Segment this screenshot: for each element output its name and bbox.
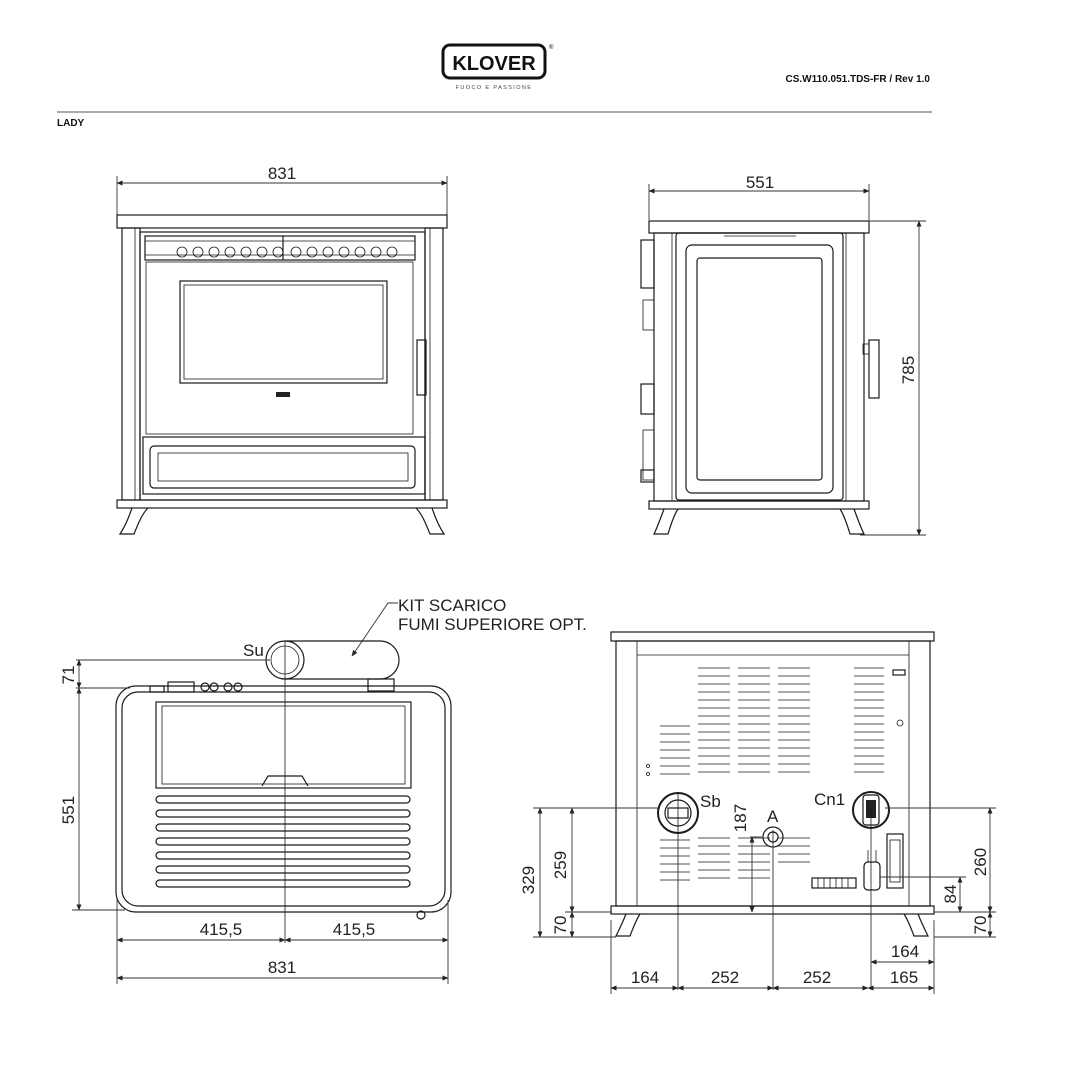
outlet-sb-label: Sb xyxy=(700,792,721,811)
document-code: CS.W110.051.TDS-FR / Rev 1.0 xyxy=(785,74,930,85)
brand-name: KLOVER xyxy=(452,53,536,75)
w252a-label: 252 xyxy=(711,968,739,987)
h259-label: 259 xyxy=(551,851,570,879)
header: KLOVER ® FUOCO E PASSIONE CS.W110.051.TD… xyxy=(57,43,932,129)
h84-label: 84 xyxy=(941,885,960,904)
side-height-label: 785 xyxy=(899,356,918,384)
brand-tagline: FUOCO E PASSIONE xyxy=(456,85,533,91)
side-panel xyxy=(675,232,844,501)
half-right-label: 415,5 xyxy=(333,920,376,939)
h70-right-label: 70 xyxy=(971,916,990,935)
back-left-dimensions: 329 259 70 187 xyxy=(519,804,762,938)
back-switch-panel xyxy=(886,833,904,889)
top-width-dimension: 831 xyxy=(116,958,449,981)
brand-logo: KLOVER ® FUOCO E PASSIONE xyxy=(441,43,554,91)
ash-drawer xyxy=(142,436,426,495)
h260-label: 260 xyxy=(971,848,990,876)
half-left-label: 415,5 xyxy=(200,920,243,939)
w165-label: 165 xyxy=(890,968,918,987)
front-glass xyxy=(179,280,388,384)
w164-top-label: 164 xyxy=(891,942,919,961)
cn1-label: Cn1 xyxy=(814,790,845,809)
front-width-dimension: 831 xyxy=(116,164,448,215)
flue-pipe xyxy=(285,640,400,680)
back-vent-louvers xyxy=(660,667,884,881)
top-view: KIT SCARICO FUMI SUPERIORE OPT. Su xyxy=(59,596,587,984)
side-height-dimension: 785 xyxy=(860,220,926,536)
side-depth-label: 551 xyxy=(746,173,774,192)
door-handle xyxy=(416,339,427,396)
back-right-dimensions: 260 84 70 xyxy=(880,807,996,938)
side-handle xyxy=(868,339,880,399)
front-width-label: 831 xyxy=(268,164,296,183)
top-grill-slots xyxy=(155,795,411,888)
front-view: 831 xyxy=(116,164,448,535)
side-depth-dimension: 551 xyxy=(648,173,870,220)
front-grill-circles xyxy=(176,246,398,258)
side-view: 551 785 xyxy=(640,173,926,536)
h187-label: 187 xyxy=(731,804,750,832)
model-name: LADY xyxy=(57,118,85,129)
top-width-label: 831 xyxy=(268,958,296,977)
back-bottom-dimensions: 164 164 252 252 165 xyxy=(610,920,935,994)
outlet-su-label: Su xyxy=(243,641,264,660)
top-depth-dimension: 551 xyxy=(59,687,125,911)
front-badge xyxy=(276,392,290,397)
h70-left-label: 70 xyxy=(551,916,570,935)
top-depth-label: 551 xyxy=(59,796,78,824)
w164-label: 164 xyxy=(631,968,659,987)
outlet-sb: Sb xyxy=(657,792,721,834)
connection-cn1: Cn1 xyxy=(814,790,890,829)
terminal-block xyxy=(811,877,857,889)
w252b-label: 252 xyxy=(803,968,831,987)
top-glass xyxy=(155,701,412,789)
registered-mark: ® xyxy=(549,44,554,51)
offset-71-label: 71 xyxy=(59,666,78,685)
back-view: Sb A Cn1 xyxy=(519,631,996,994)
inlet-a-label: A xyxy=(767,807,779,826)
top-body-outline xyxy=(115,685,452,913)
kit-label-line2: FUMI SUPERIORE OPT. xyxy=(398,615,587,634)
kit-leader-line xyxy=(351,602,398,657)
kit-label-line1: KIT SCARICO xyxy=(398,596,506,615)
top-offset-dimension: 71 xyxy=(59,659,270,689)
top-half-width-dimensions: 415,5 415,5 xyxy=(116,900,449,984)
h329-label: 329 xyxy=(519,866,538,894)
